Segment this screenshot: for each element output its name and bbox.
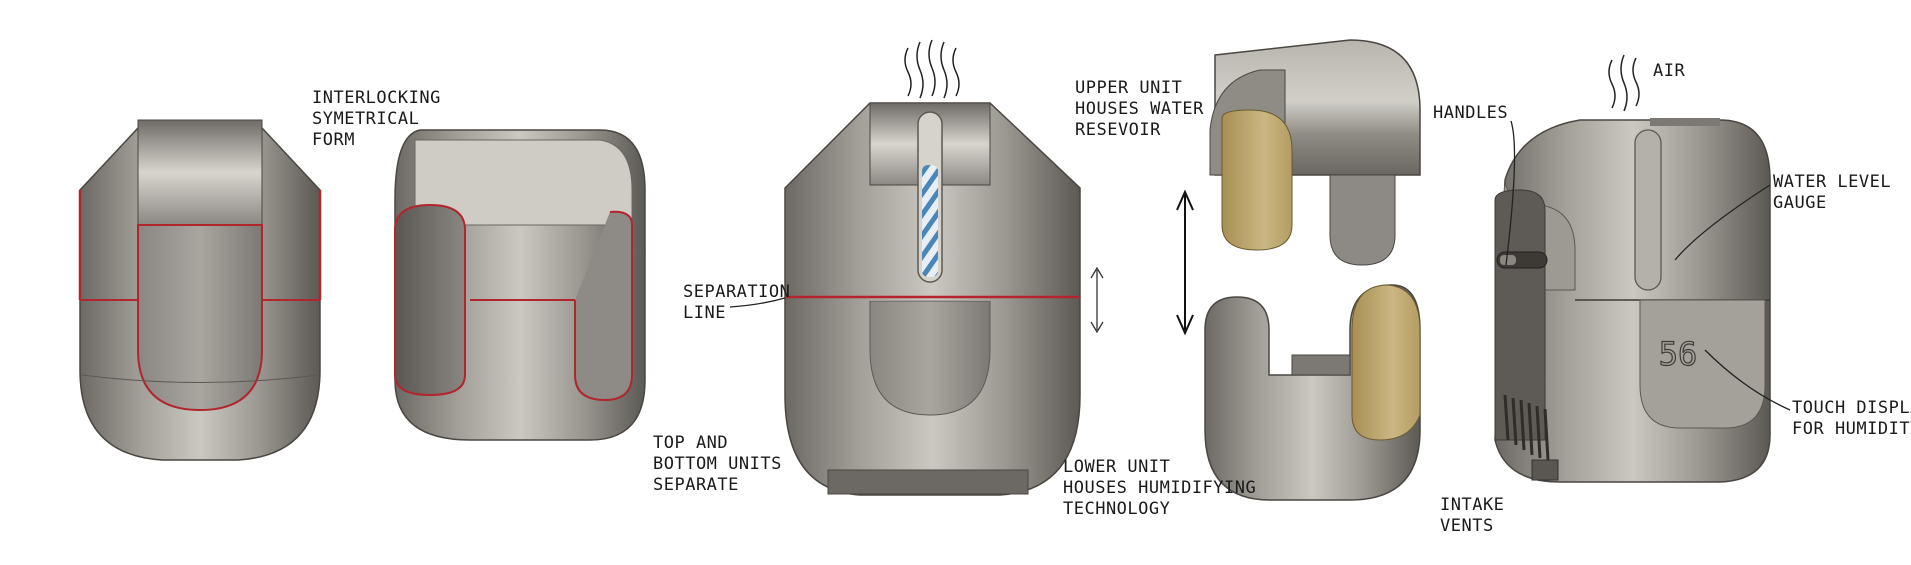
front-view-unit bbox=[80, 120, 320, 460]
handles-label: HANDLES bbox=[1433, 103, 1508, 124]
exploded-upper-unit bbox=[1210, 40, 1420, 265]
vertical-double-arrow-icon bbox=[1177, 192, 1193, 333]
center-front-unit bbox=[785, 40, 1103, 495]
air-steam-icon bbox=[1609, 55, 1639, 111]
side-view-unit bbox=[395, 130, 645, 440]
humidity-display-value: 56 bbox=[1659, 335, 1698, 373]
perspective-unit: 56 bbox=[1495, 55, 1770, 482]
double-arrow-icon bbox=[1091, 268, 1103, 332]
steam-icon bbox=[905, 40, 959, 98]
air-label: AIR bbox=[1653, 61, 1685, 82]
touch-display-label: TOUCH DISPLAYFOR HUMIDITY bbox=[1792, 398, 1911, 440]
